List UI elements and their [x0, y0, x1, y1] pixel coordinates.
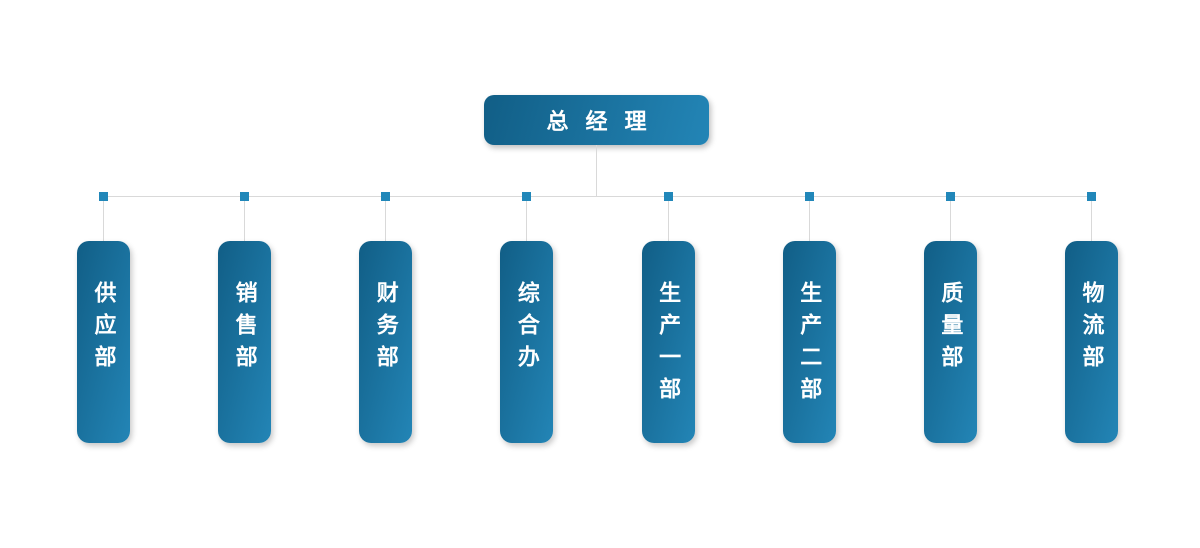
department-node-quality: 质量部 [923, 192, 977, 443]
department-node-sales: 销售部 [218, 192, 272, 443]
department-node-production-1: 生产一部 [641, 192, 695, 443]
connector-drop-line [244, 201, 246, 241]
department-node-supply: 供应部 [77, 192, 130, 443]
department-node-general-office: 综合办 [500, 192, 554, 443]
connector-drop-line [526, 201, 528, 241]
department-label: 综合办 [514, 281, 540, 377]
connector-drop-line [949, 201, 951, 241]
connector-drop-line [667, 201, 669, 241]
root-node-label: 总经理 [546, 109, 664, 134]
connector-junction-square [381, 192, 391, 201]
connector-junction-square [240, 192, 250, 201]
department-label: 生产一部 [656, 281, 682, 409]
department-label: 质量部 [938, 281, 964, 377]
connector-junction-square [663, 192, 673, 201]
department-row: 供应部 销售部 财务部 综合办 [77, 192, 1118, 443]
connector-junction-square [522, 192, 532, 201]
department-label: 供应部 [91, 281, 117, 377]
department-label: 物流部 [1079, 281, 1105, 377]
connector-drop-line [103, 201, 104, 241]
horizontal-connector-line [103, 196, 1091, 197]
department-box: 财务部 [359, 241, 413, 443]
root-connector-line [596, 145, 597, 196]
department-label: 财务部 [373, 281, 399, 377]
department-box: 物流部 [1064, 241, 1118, 443]
connector-drop-line [385, 201, 387, 241]
department-box: 供应部 [77, 241, 130, 443]
department-box: 质量部 [923, 241, 977, 443]
department-label: 生产二部 [797, 281, 823, 409]
department-label: 销售部 [232, 281, 258, 377]
connector-junction-square [945, 192, 955, 201]
department-node-production-2: 生产二部 [782, 192, 836, 443]
connector-junction-square [804, 192, 814, 201]
connector-drop-line [1090, 201, 1092, 241]
connector-junction-square [1086, 192, 1096, 201]
department-box: 生产一部 [641, 241, 695, 443]
department-box: 生产二部 [782, 241, 836, 443]
department-box: 销售部 [218, 241, 272, 443]
department-box: 综合办 [500, 241, 554, 443]
root-node-general-manager: 总经理 [484, 95, 709, 145]
department-node-finance: 财务部 [359, 192, 413, 443]
connector-drop-line [808, 201, 810, 241]
connector-junction-square [99, 192, 108, 201]
department-node-logistics: 物流部 [1064, 192, 1118, 443]
